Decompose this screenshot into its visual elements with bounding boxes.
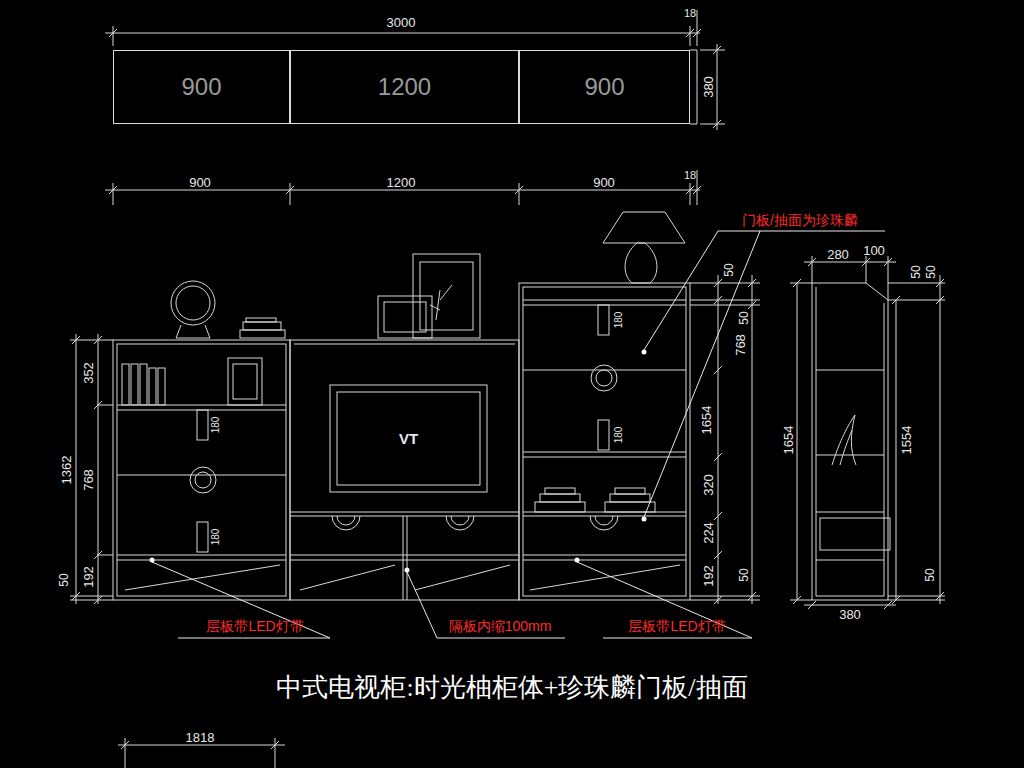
- tv-screen: VT: [337, 392, 480, 485]
- dimension-text: 900: [189, 176, 211, 189]
- dimension-text: 50: [738, 568, 750, 581]
- dimension-text: 180: [614, 427, 624, 444]
- dimension-text: 50: [58, 573, 70, 586]
- dimension-text: 180: [211, 529, 221, 546]
- dimension-text: 180: [614, 312, 624, 329]
- dimension-text: 180: [211, 417, 221, 434]
- dimension-text: 380: [702, 76, 715, 98]
- dimension-text: 1554: [900, 426, 913, 455]
- dimension-text: 192: [702, 565, 715, 587]
- dimension-text: 1654: [782, 426, 795, 455]
- dimension-text: 1200: [387, 176, 416, 189]
- dimension-text: 380: [839, 608, 861, 621]
- dimension-text: 18: [684, 8, 696, 19]
- callout-note: 门板/抽面为珍珠麟: [742, 213, 858, 227]
- dimension-text: 1654: [700, 406, 713, 435]
- plan-section: 1200: [290, 50, 519, 124]
- dimension-text: 3000: [387, 16, 416, 29]
- plan-section: 900: [113, 50, 290, 124]
- dimension-text: 50: [924, 568, 936, 581]
- dimension-text: 100: [863, 244, 885, 257]
- dimension-text: 224: [702, 522, 715, 544]
- dimension-text: 50: [738, 311, 750, 324]
- dimension-text: 1362: [60, 456, 73, 485]
- dimension-text: 768: [82, 469, 95, 491]
- plan-section: 900: [519, 50, 690, 124]
- dimension-text: 280: [827, 248, 849, 261]
- section-width: 1200: [378, 73, 431, 101]
- drawing-title: 中式电视柜:时光柚柜体+珍珠麟门板/抽面: [276, 675, 747, 701]
- dimension-text: 50: [910, 265, 922, 278]
- callout-note: 隔板内缩100mm: [449, 619, 552, 633]
- callout-note: 层板带LED灯带: [628, 619, 725, 633]
- dimension-text: 192: [82, 566, 95, 588]
- dimension-text: 50: [925, 265, 937, 278]
- dimension-text: 18: [684, 170, 696, 181]
- section-width: 900: [181, 73, 221, 101]
- dimension-text: 352: [82, 362, 95, 384]
- dimension-text: 1818: [186, 731, 215, 744]
- dimension-text: 768: [734, 334, 747, 356]
- screen-label: VT: [399, 430, 418, 447]
- section-width: 900: [584, 73, 624, 101]
- dimension-text: 50: [723, 263, 735, 276]
- dimension-text: 320: [702, 474, 715, 496]
- callout-note: 层板带LED灯带: [206, 619, 303, 633]
- dimension-text: 900: [593, 176, 615, 189]
